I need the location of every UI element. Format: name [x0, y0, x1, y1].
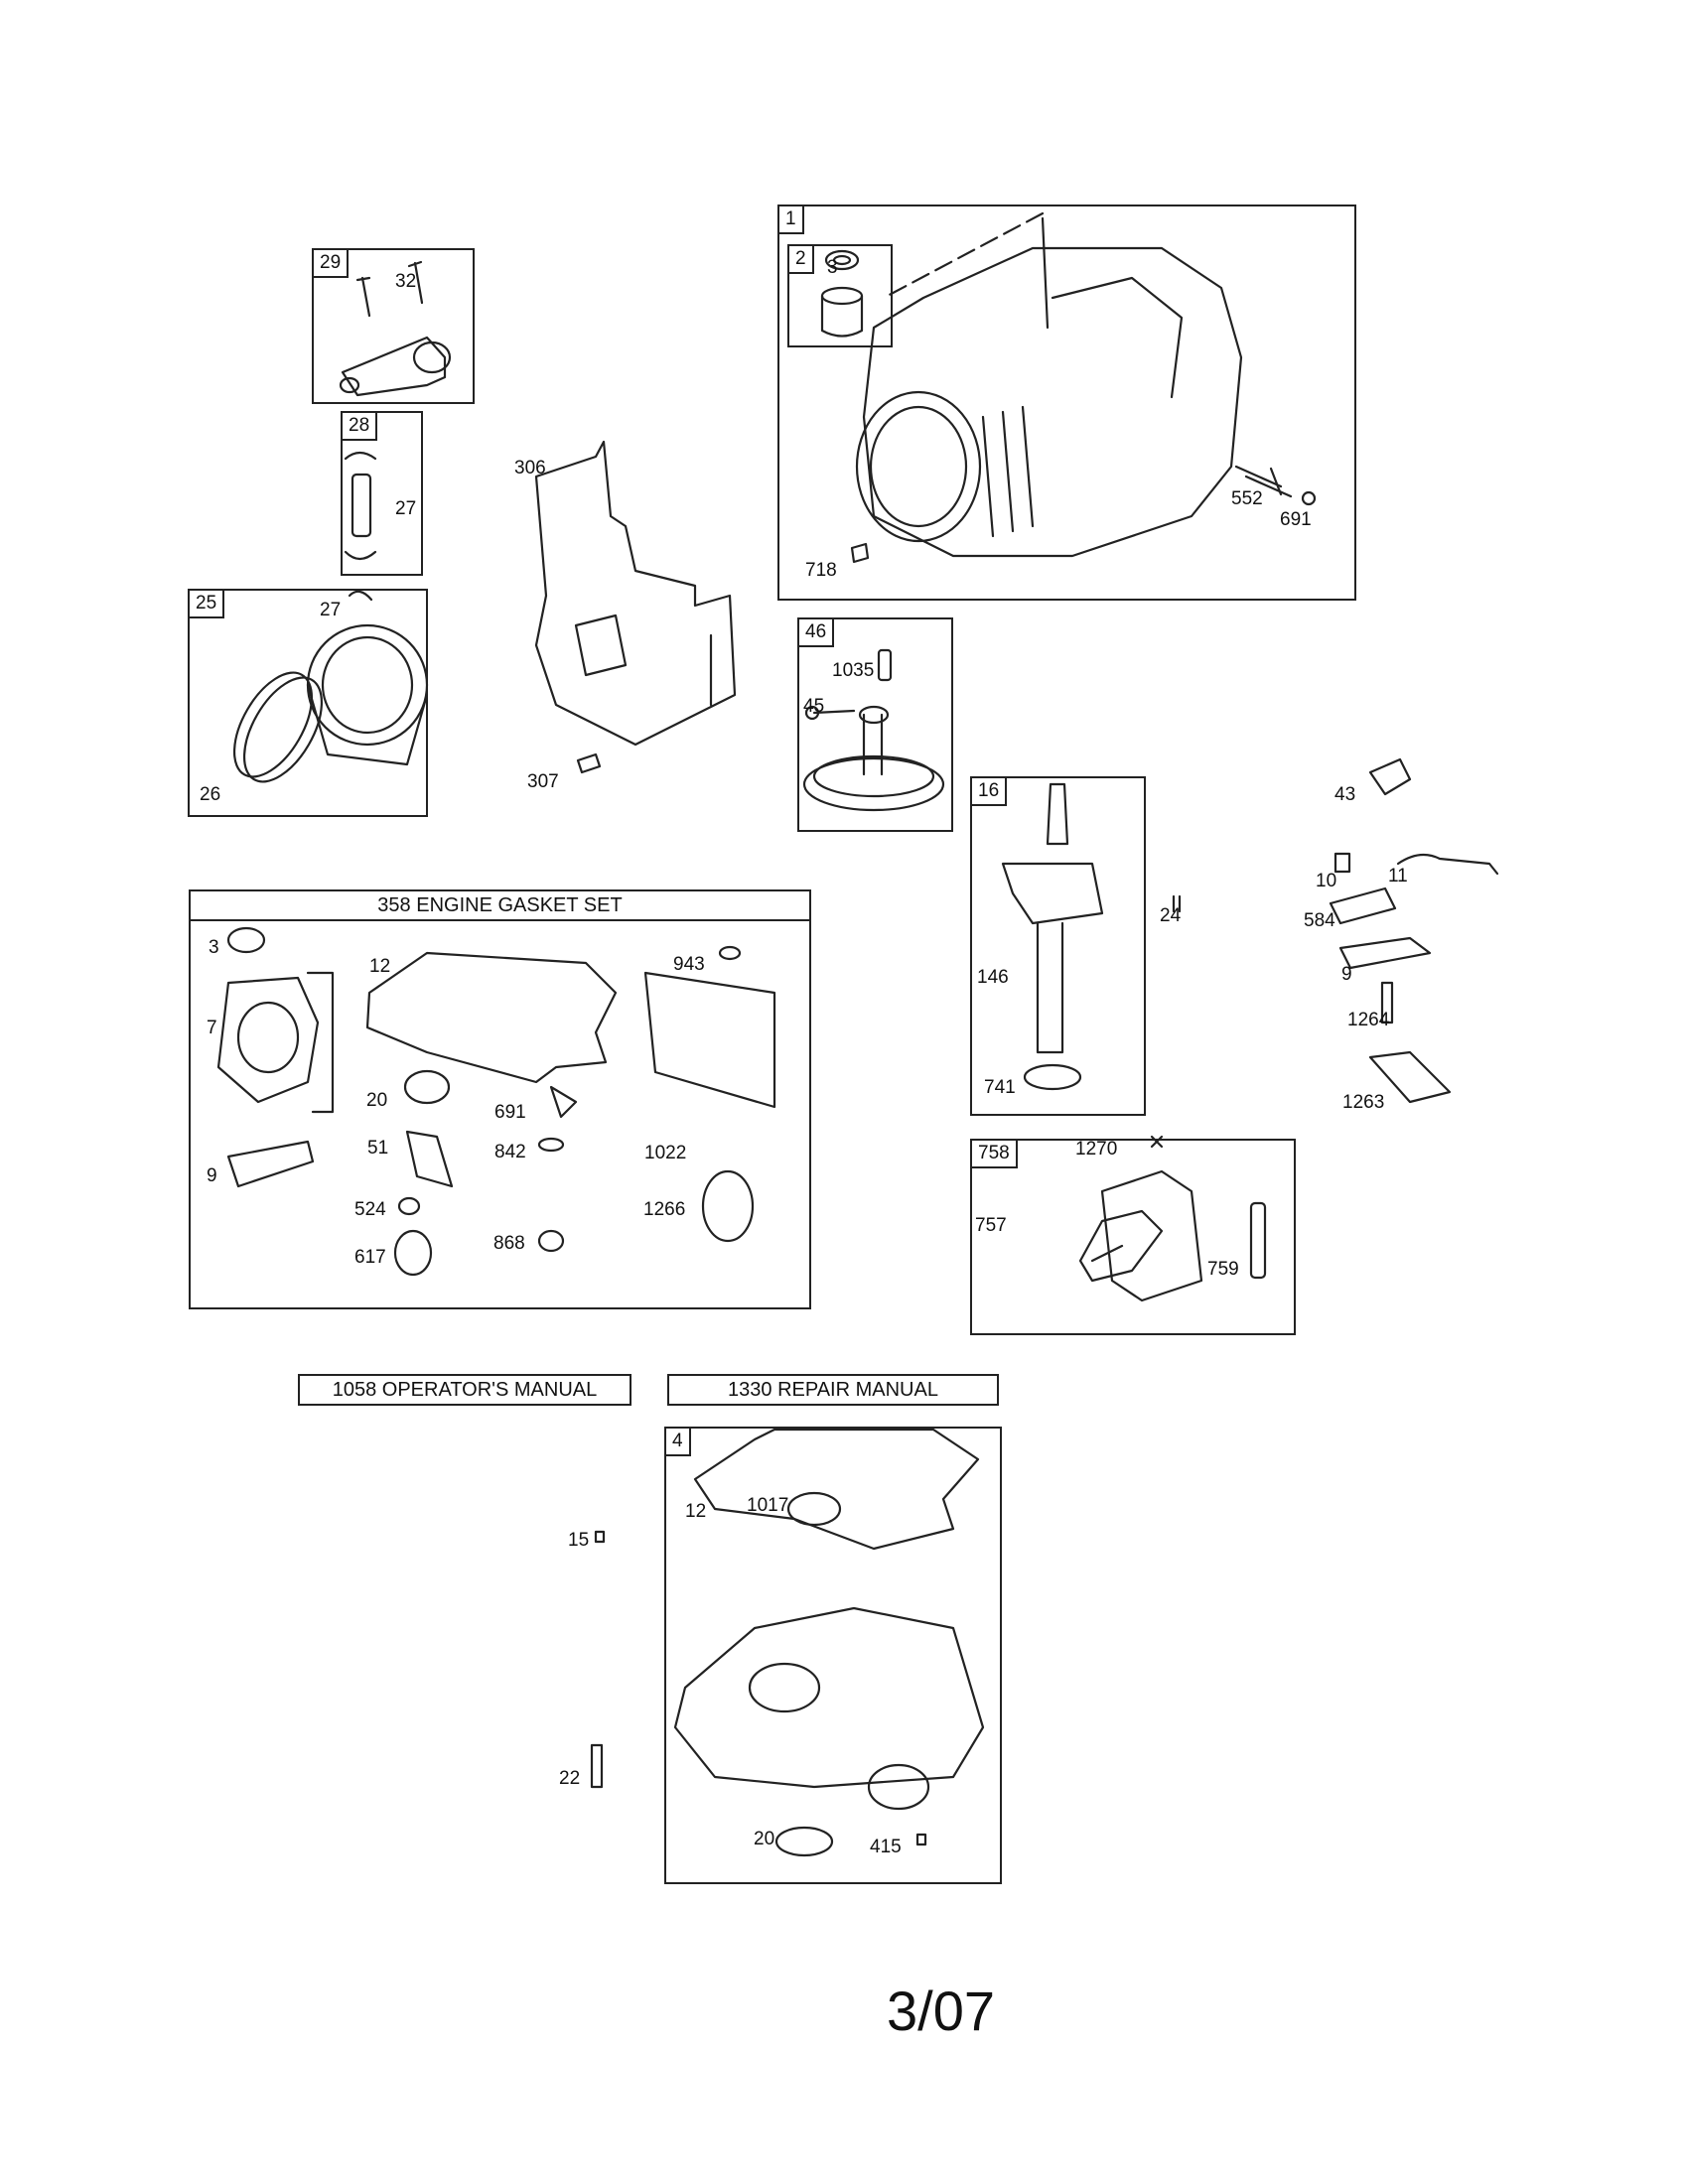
- gasket-set-drawing: [216, 926, 776, 1277]
- sump-drawing: [590, 1428, 985, 1857]
- part-label-9: 9: [1341, 964, 1352, 985]
- gasket-label-943: 943: [673, 954, 705, 975]
- operators-manual-label: 1058 OPERATOR'S MANUAL: [298, 1374, 632, 1406]
- group-box-sump: 4: [664, 1427, 1002, 1884]
- group-box-governor: 758: [970, 1139, 1296, 1335]
- group-box-cylinder: 1: [777, 205, 1356, 601]
- crankshaft-drawing: [1001, 782, 1182, 1091]
- gasket-label-3: 3: [209, 937, 219, 958]
- part-label-3: 3: [827, 257, 838, 278]
- part-label-12: 12: [685, 1501, 707, 1522]
- part-label-757: 757: [975, 1215, 1007, 1236]
- part-label-11: 11: [1388, 866, 1408, 887]
- part-label-741: 741: [984, 1077, 1016, 1098]
- air-guide-drawing: [534, 440, 737, 774]
- part-label-718: 718: [805, 560, 837, 581]
- part-label-584: 584: [1304, 910, 1335, 931]
- governor-assembly-drawing: [1078, 1135, 1267, 1302]
- group-number: 2: [787, 244, 814, 274]
- repair-manual-label: 1330 REPAIR MANUAL: [667, 1374, 999, 1406]
- gasket-label-617: 617: [354, 1247, 386, 1268]
- part-label-691: 691: [1280, 509, 1312, 530]
- part-label-1035: 1035: [832, 660, 875, 681]
- camshaft-drawing: [802, 648, 945, 812]
- gasket-label-524: 524: [354, 1199, 386, 1220]
- group-box-camshaft: 46: [797, 617, 953, 832]
- gasket-label-1022: 1022: [644, 1143, 687, 1163]
- part-label-32: 32: [395, 271, 417, 292]
- gasket-label-868: 868: [493, 1233, 525, 1254]
- cylinder-block-drawing: [850, 211, 1317, 564]
- part-label-27: 27: [320, 600, 342, 620]
- part-label-45: 45: [803, 696, 825, 717]
- gasket-label-20: 20: [366, 1090, 388, 1111]
- group-number: 25: [188, 589, 225, 618]
- group-box-wrist-pin: 28: [341, 411, 423, 576]
- part-label-306: 306: [514, 458, 546, 478]
- governor-parts-drawing: [1329, 757, 1499, 1104]
- part-label-10: 10: [1316, 871, 1337, 891]
- part-label-552: 552: [1231, 488, 1263, 509]
- part-label-1017: 1017: [747, 1495, 789, 1516]
- part-label-146: 146: [977, 967, 1009, 988]
- part-label-20: 20: [754, 1829, 775, 1849]
- group-number: 758: [970, 1139, 1018, 1168]
- wrist-pin-drawing: [344, 451, 377, 561]
- connecting-rod-drawing: [339, 260, 452, 397]
- group-box-bearing: 2: [787, 244, 893, 347]
- page-date: 3/07: [887, 1979, 995, 2042]
- group-number: 4: [664, 1427, 691, 1456]
- part-label-43: 43: [1334, 784, 1356, 805]
- part-label-26: 26: [200, 784, 221, 805]
- group-number: 28: [341, 411, 378, 441]
- group-number: 29: [312, 248, 350, 278]
- part-label-415: 415: [870, 1837, 902, 1857]
- group-number: 46: [797, 617, 835, 647]
- part-label-15: 15: [568, 1530, 590, 1551]
- group-box-connecting-rod: 29: [312, 248, 475, 404]
- gasket-set-title: 358 ENGINE GASKET SET: [191, 891, 809, 921]
- gasket-label-9: 9: [207, 1165, 217, 1186]
- part-label-27: 27: [395, 498, 417, 519]
- part-label-1270: 1270: [1075, 1139, 1118, 1160]
- gasket-label-1266: 1266: [643, 1199, 686, 1220]
- part-label-1263: 1263: [1342, 1092, 1385, 1113]
- group-number: 16: [970, 776, 1008, 806]
- gasket-label-51: 51: [367, 1138, 389, 1159]
- part-label-22: 22: [559, 1768, 581, 1789]
- gasket-set-box: 358 ENGINE GASKET SET: [189, 889, 811, 1309]
- part-label-1264: 1264: [1347, 1010, 1390, 1030]
- group-box-crankshaft: 16: [970, 776, 1146, 1116]
- part-label-307: 307: [527, 771, 559, 792]
- bearing-drawing: [820, 249, 864, 338]
- part-label-24: 24: [1160, 905, 1182, 926]
- gasket-label-691: 691: [494, 1102, 526, 1123]
- gasket-label-12: 12: [369, 956, 391, 977]
- part-label-759: 759: [1207, 1259, 1239, 1280]
- gasket-label-842: 842: [494, 1142, 526, 1162]
- gasket-label-7: 7: [207, 1018, 217, 1038]
- group-number: 1: [777, 205, 804, 234]
- group-box-piston: 25: [188, 589, 428, 817]
